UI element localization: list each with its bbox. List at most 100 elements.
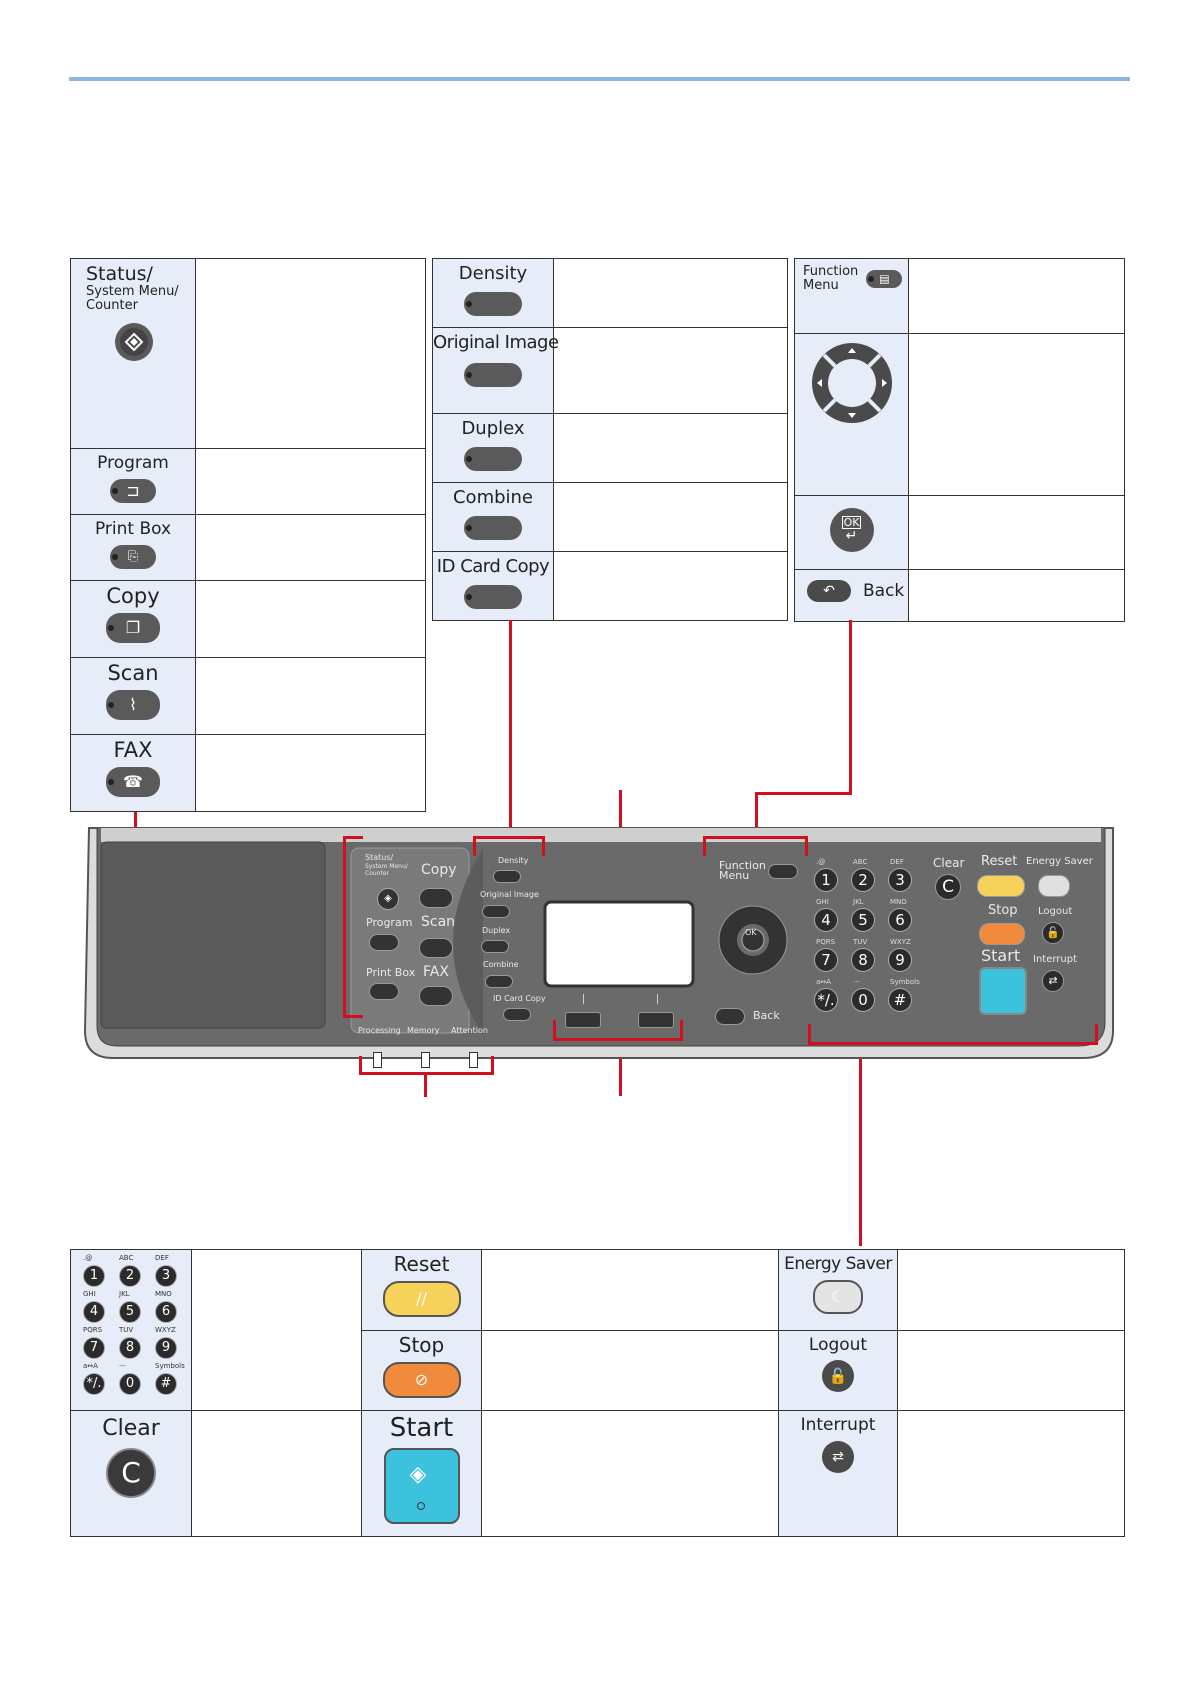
- keypad-key-7[interactable]: 7: [814, 948, 838, 972]
- middle-keys-table: Density Original Image Duplex Combine ID…: [432, 258, 788, 621]
- logout-key-label: Logout: [808, 1334, 868, 1355]
- panel-density-button[interactable]: [493, 870, 521, 883]
- keypad-key-6[interactable]: 6: [888, 908, 912, 932]
- panel-back-label: Back: [753, 1009, 780, 1022]
- stop-description: [481, 1329, 779, 1411]
- program-key-label: Program: [97, 453, 169, 473]
- panel-counter-label: Counter: [365, 870, 389, 877]
- panel-scan-button[interactable]: [419, 938, 453, 958]
- keypad-letters-1: .@: [816, 858, 826, 866]
- density-description: [553, 258, 788, 328]
- panel-original-image-label: Original Image: [480, 890, 539, 899]
- scan-key-label: Scan: [107, 661, 159, 685]
- panel-start-label: Start: [981, 946, 1021, 965]
- print-box-key-label: Print Box: [94, 519, 172, 539]
- bracket-left-keys-side: [343, 836, 346, 1016]
- scan-key-icon: ⌇: [106, 690, 160, 721]
- panel-start-button[interactable]: [979, 967, 1027, 1015]
- duplex-key-label: Duplex: [461, 418, 525, 439]
- start-key-icon: ◈: [383, 1448, 460, 1525]
- panel-id-card-copy-button[interactable]: [503, 1008, 531, 1021]
- panel-original-image-button[interactable]: [482, 905, 510, 918]
- keypad-letters-8: TUV: [119, 1326, 134, 1334]
- keypad-letters-10: a↔A: [816, 978, 831, 986]
- reset-key-label: Reset: [393, 1252, 450, 1276]
- leader-keypad-v: [859, 1050, 862, 1246]
- bracket-fn-l: [703, 836, 706, 856]
- panel-reset-button[interactable]: [977, 875, 1025, 897]
- panel-clear-button[interactable]: C: [935, 874, 961, 900]
- panel-function-menu-button[interactable]: [768, 864, 798, 879]
- duplex-key-icon: [464, 446, 522, 471]
- bracket-leds-r: [491, 1056, 494, 1074]
- panel-copy-button[interactable]: [419, 888, 453, 908]
- combine-description: [553, 482, 788, 552]
- panel-status-button[interactable]: ◈: [377, 888, 399, 910]
- ok-description: [908, 495, 1125, 570]
- leader-mid-v: [509, 620, 512, 836]
- original-image-description: [553, 327, 788, 414]
- keypad-key-9[interactable]: 9: [888, 948, 912, 972]
- bracket-left-keys-bottom: [343, 1015, 363, 1018]
- panel-program-button[interactable]: [369, 934, 399, 951]
- keypad-key-8[interactable]: 8: [851, 948, 875, 972]
- keypad-letters-4: GHI: [83, 1290, 96, 1298]
- panel-copy-label: Copy: [421, 862, 457, 878]
- keypad-key-5: 5: [119, 1301, 141, 1323]
- keypad-letters-12: Symbols: [890, 978, 920, 986]
- soft-key-divider-right: [657, 994, 658, 1004]
- status-key-icon: [114, 322, 154, 362]
- left-select-key[interactable]: [565, 1012, 601, 1028]
- keypad-key-7: 7: [83, 1337, 105, 1359]
- bracket-keypad-bottom: [808, 1042, 1098, 1045]
- panel-print-box-button[interactable]: [369, 983, 399, 1000]
- panel-id-card-copy-label: ID Card Copy: [493, 994, 546, 1003]
- panel-stop-button[interactable]: [979, 923, 1025, 945]
- leader-right-v: [849, 620, 852, 793]
- arrow-keys-icon: [809, 340, 895, 430]
- keypad-key-5[interactable]: 5: [851, 908, 875, 932]
- panel-logout-label: Logout: [1038, 906, 1073, 917]
- panel-logout-button[interactable]: 🔓: [1042, 922, 1064, 944]
- id-card-copy-key-label: ID Card Copy: [436, 556, 550, 577]
- start-key-label: Start: [389, 1413, 454, 1443]
- keypad-key-12[interactable]: #: [888, 988, 912, 1012]
- panel-ok-label[interactable]: OK: [745, 928, 757, 937]
- header-rule: [69, 77, 1130, 81]
- function-menu-key-icon: ▤: [866, 269, 903, 288]
- right-select-key[interactable]: [638, 1012, 674, 1028]
- keypad-key-2: 2: [119, 1265, 141, 1287]
- keypad-key-1: 1: [83, 1265, 105, 1287]
- panel-arrow-keys[interactable]: [717, 904, 789, 976]
- keypad-key-1[interactable]: 1: [814, 868, 838, 892]
- panel-combine-button[interactable]: [485, 975, 513, 988]
- keypad-key-11[interactable]: 0: [851, 988, 875, 1012]
- keypad-key-3[interactable]: 3: [888, 868, 912, 892]
- keypad-letters-1: .@: [83, 1254, 93, 1262]
- keypad-letters-2: ABC: [853, 858, 868, 866]
- panel-duplex-label: Duplex: [482, 926, 511, 935]
- keypad-key-4[interactable]: 4: [814, 908, 838, 932]
- keypad-key-12: #: [155, 1373, 177, 1395]
- panel-energy-saver-button[interactable]: [1038, 875, 1070, 897]
- keypad-letters-7: PQRS: [83, 1326, 103, 1334]
- keypad-letters-3: DEF: [890, 858, 904, 866]
- keypad-key-2[interactable]: 2: [851, 868, 875, 892]
- bracket-fn-r: [805, 836, 808, 856]
- panel-back-button[interactable]: [715, 1008, 745, 1025]
- panel-fax-button[interactable]: [419, 986, 453, 1006]
- combine-key-label: Combine: [452, 487, 534, 508]
- bracket-softkeys-r: [680, 1020, 683, 1040]
- panel-interrupt-button[interactable]: ⇄: [1042, 970, 1064, 992]
- panel-duplex-button[interactable]: [481, 940, 509, 953]
- print-box-description: [195, 514, 426, 581]
- keypad-letters-5: JKL: [119, 1290, 130, 1298]
- original-image-key-label: Original Image: [433, 332, 559, 353]
- memory-led: [421, 1052, 430, 1068]
- keypad-key-10[interactable]: */.: [814, 988, 838, 1012]
- fax-description: [195, 734, 426, 812]
- keypad-key-8: 8: [119, 1337, 141, 1359]
- keypad-letters-11: ·-·: [853, 978, 860, 986]
- keypad-letters-9: WXYZ: [890, 938, 911, 946]
